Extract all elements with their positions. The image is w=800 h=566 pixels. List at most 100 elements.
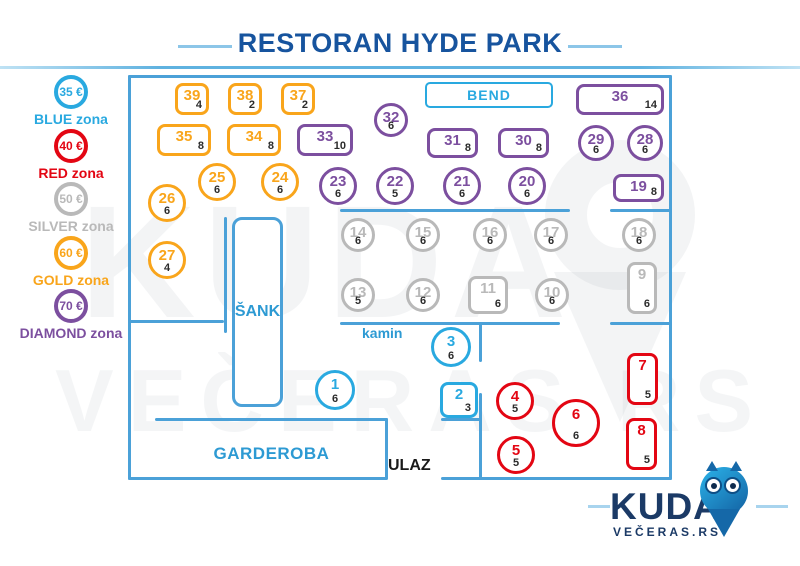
table-capacity: 3 [464,402,471,414]
table-number: 33 [316,128,334,145]
table-number: 3 [446,333,456,351]
table-number: 16 [481,223,499,241]
wall-segment [385,418,388,480]
table-capacity: 5 [511,403,519,415]
table-number: 15 [414,223,432,241]
table-number: 26 [158,190,176,208]
table-number: 12 [414,283,432,301]
table-number: 18 [630,223,648,241]
table-number: 2 [454,386,464,403]
table-capacity: 6 [387,120,395,132]
table-capacity: 6 [643,298,650,310]
wall-segment [441,477,672,480]
title-right-dash [568,45,622,48]
garderoba-label: GARDEROBA [213,444,330,463]
table-number: 4 [510,388,520,406]
legend-zone-label: SILVER zona [28,218,114,234]
table-capacity: 5 [643,454,650,466]
table-number: 35 [175,128,193,145]
wall-segment [340,322,560,325]
table-capacity: 8 [197,140,204,152]
table-capacity: 6 [572,430,580,442]
table-number: 39 [183,87,201,104]
ulaz-entrance-label: ULAZ [388,457,431,474]
table-capacity: 5 [354,295,362,307]
sank-label: ŠANK [234,303,281,320]
table-number: 8 [637,422,646,439]
table-capacity: 6 [523,188,531,200]
legend-price-badge: 40 € [54,128,88,163]
watermark-pin-icon [545,140,695,290]
table-35[interactable]: 35 8 [157,124,211,156]
table-capacity: 8 [535,142,542,154]
table-capacity: 4 [163,262,171,274]
wall-segment [128,477,387,480]
table-number: 23 [329,173,347,191]
owl-ear-icon [730,461,742,471]
legend-price-badge: 60 € [54,235,88,270]
legend-zone-label: RED zona [38,164,104,181]
wall-segment [479,393,482,480]
table-capacity: 2 [301,99,308,111]
table-capacity: 8 [464,142,471,154]
table-capacity: 5 [644,389,651,401]
table-number: 37 [289,87,307,104]
table-capacity: 5 [391,188,399,200]
wall-segment [155,418,388,421]
table-number: 24 [271,169,289,187]
owl-pupil-icon [730,483,736,489]
table-capacity: 2 [248,99,255,111]
table-number: 10 [543,283,561,301]
owl-pupil-icon [711,483,717,489]
table-capacity: 4 [195,99,202,111]
wall-segment [224,217,227,333]
table-number: 27 [158,247,176,265]
kuda-logo-domain: VEČERAS.RS [613,525,722,539]
wall-segment [128,75,672,78]
table-capacity: 6 [213,184,221,196]
legend-item-red: 40 €RED zona [0,128,142,181]
legend-price-badge: 35 € [54,75,88,109]
table-capacity: 6 [334,188,342,200]
table-number: 20 [518,173,536,191]
